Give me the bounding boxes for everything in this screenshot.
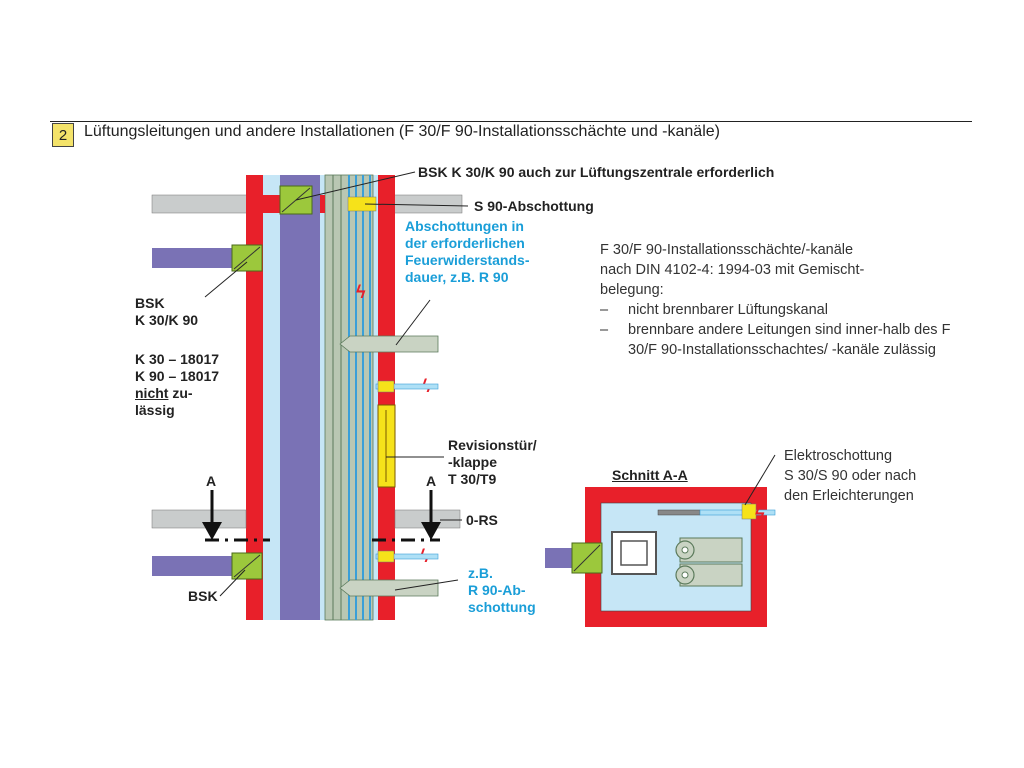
label-bsk-bottom: BSK (188, 588, 218, 604)
vertical-duct (280, 175, 320, 620)
label-bsk-top: BSK K 30/K 90 auch zur Lüftungszentrale … (418, 164, 775, 180)
label-nicht: nicht (135, 385, 169, 401)
label-elektro: Elektroschottung S 30/S 90 oder nach den… (784, 448, 917, 504)
label-a-left: A (206, 473, 217, 489)
label-k-klassen: K 30 – 18017 K 90 – 18017 nicht zu- läss… (135, 351, 220, 418)
label-bsk-left: BSK K 30/K 90 (135, 295, 199, 328)
note-item-1: –nicht brennbarer Lüftungskanal (600, 302, 828, 318)
label-s90: S 90-Abschottung (474, 198, 594, 214)
label-abschottungen: Abschottungen in der erforderlichen Feue… (405, 218, 530, 285)
section-number: 2 (52, 123, 74, 147)
label-revision: Revisionstür/ -klappe T 30/T9 (448, 437, 537, 487)
svg-text:ϟ: ϟ (755, 504, 765, 524)
elektro-seal (741, 503, 757, 520)
header-rule (50, 121, 972, 122)
branch-pipe-lower (339, 579, 439, 597)
label-a-right: A (426, 473, 437, 489)
note-item-2: –brennbare andere Leitungen sind inner-h… (600, 322, 951, 358)
branch-pipe-upper (339, 335, 439, 353)
label-0rs: 0-RS (466, 512, 498, 528)
section-title: Lüftungsleitungen und andere Installatio… (84, 123, 720, 140)
top-slab (263, 195, 280, 213)
installation-note: F 30/F 90-Installationsschächte/-kanäle … (600, 240, 960, 360)
left-wall (246, 175, 263, 620)
lightning-1: ϟ (356, 282, 366, 302)
label-schnitt: Schnitt A-A (612, 467, 688, 483)
label-zb-r90: z.B. R 90-Ab- schottung (468, 565, 536, 615)
purple-duct-lower (152, 556, 247, 576)
purple-duct-left (152, 248, 247, 268)
right-wall (378, 175, 395, 620)
lower-gray-pipe-left (151, 509, 247, 529)
